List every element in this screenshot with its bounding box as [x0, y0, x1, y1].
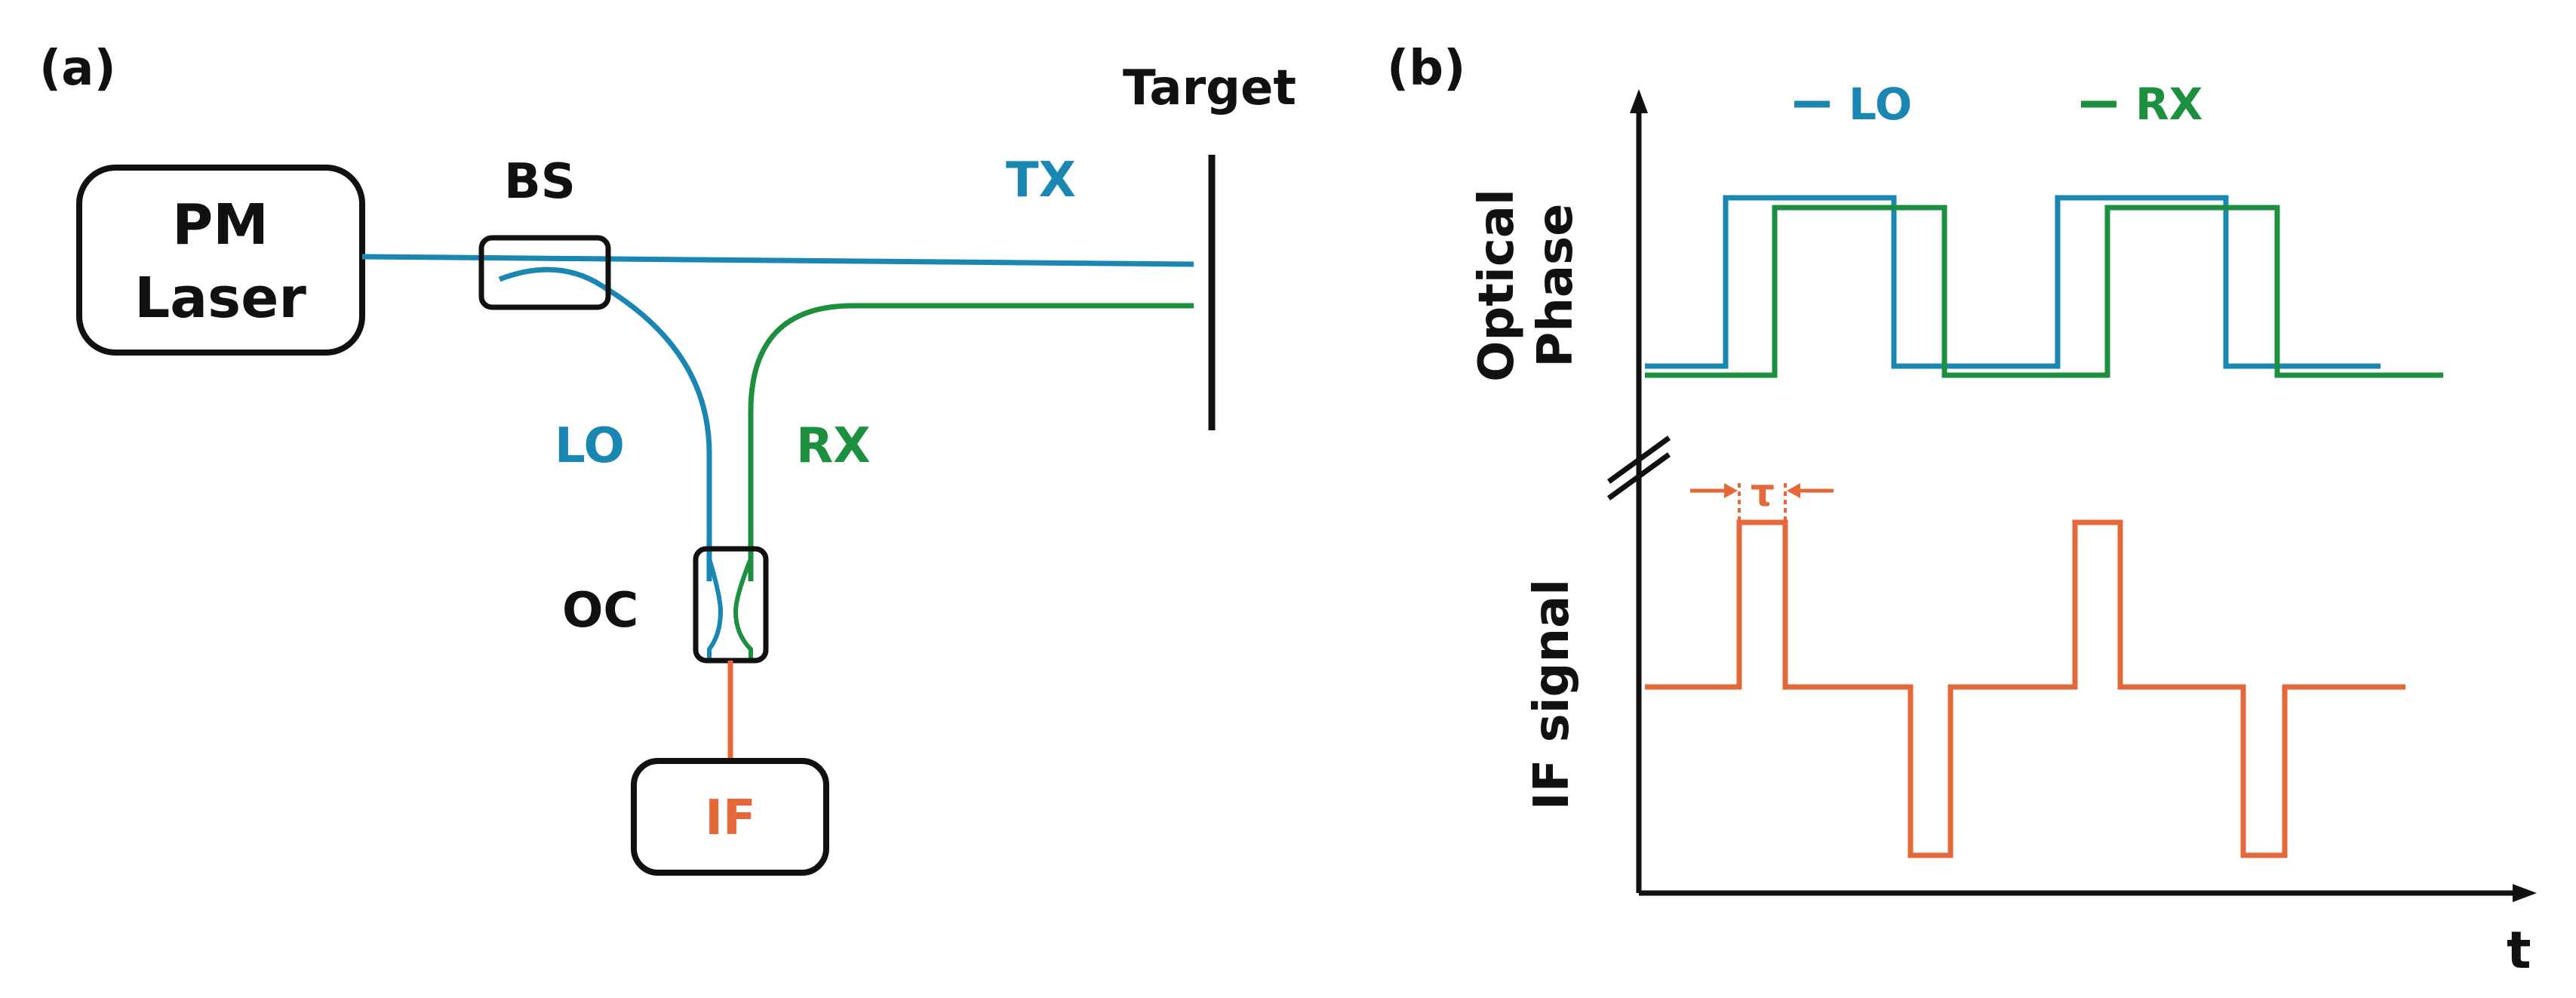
- pm-laser-label-line2: Laser: [134, 266, 306, 331]
- lo-label: LO: [555, 418, 625, 474]
- y-axis-arrowhead: [1630, 89, 1648, 113]
- rx-path: [748, 303, 1194, 581]
- oc-box: [693, 546, 769, 664]
- tau-label: τ: [1751, 471, 1775, 515]
- lo-path: [498, 266, 712, 581]
- oc-rx-wave: [733, 557, 753, 658]
- panel-a-label: (a): [39, 41, 116, 97]
- tx-beam: [361, 254, 1194, 267]
- tau-arrow-right-head: [1787, 483, 1800, 498]
- if-signal-wave: [1645, 519, 2405, 858]
- if-label: IF: [705, 790, 756, 846]
- ylabel-bottom: IF signal: [1524, 579, 1580, 810]
- x-axis-arrowhead: [2513, 884, 2537, 902]
- rx-phase-wave: [1645, 205, 2443, 378]
- if-box: [631, 758, 829, 876]
- oc-lo-wave: [707, 558, 724, 658]
- pm-laser-box: [76, 165, 365, 356]
- axis-break-mark-1: [1606, 436, 1671, 484]
- lo-phase-wave: [1645, 195, 2381, 369]
- rx-label: RX: [796, 418, 871, 474]
- pm-laser-label-line1: PM: [172, 193, 269, 257]
- axis-break-mark-2: [1606, 452, 1671, 501]
- bs-box: [478, 235, 611, 310]
- oc-label: OC: [562, 583, 638, 639]
- panel-b-label: (b): [1387, 41, 1465, 97]
- x-axis-label: t: [2507, 921, 2531, 981]
- ylabel-top-line1: Optical: [1469, 189, 1525, 382]
- target-label: Target: [1123, 60, 1296, 116]
- bs-label: BS: [504, 154, 576, 210]
- ylabel-top-line2: Phase: [1528, 203, 1584, 367]
- tx-label: TX: [1006, 152, 1076, 208]
- legend-rx-label: RX: [2135, 79, 2203, 130]
- tau-arrow-left-head: [1724, 483, 1738, 498]
- legend-lo-label: LO: [1849, 79, 1912, 130]
